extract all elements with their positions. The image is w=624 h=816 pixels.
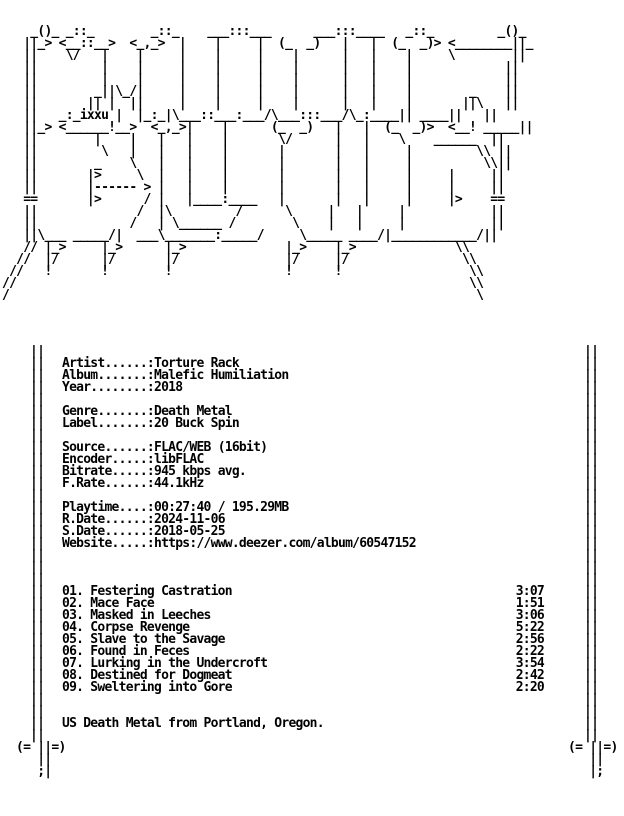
record-label-label: Label.......: [62, 416, 155, 431]
playtime-value: 00:27:40 / 195.29MB [154, 500, 289, 515]
artist-row: Artist......: Torture Rack [62, 356, 562, 371]
year-row: Year........: 2018 [62, 380, 562, 395]
track-row: 08. Destined for Dogmeat 2:42 [62, 668, 545, 683]
source-row: Source......: FLAC/WEB (16bit) [62, 440, 562, 455]
track-row: 01. Festering Castration 3:07 [62, 584, 545, 599]
album-value: Malefic Humiliation [154, 368, 289, 383]
description-text: US Death Metal from Portland, Oregon. [62, 716, 325, 731]
track-row: 02. Mace Face 1:51 [62, 596, 545, 611]
sdate-label: S.Date......: [62, 524, 155, 539]
year-value: 2018 [154, 380, 183, 395]
website-row: Website.....: https://www.deezer.com/alb… [62, 536, 562, 551]
website-link[interactable]: https://www.deezer.com/album/60547152 [154, 536, 417, 551]
track-title: 08. Destined for Dogmeat [62, 668, 233, 683]
description-row: US Death Metal from Portland, Oregon. [62, 716, 562, 731]
nfo-body: Artist......: Torture Rack Album.......:… [62, 346, 562, 730]
website-label: Website.....: [62, 536, 155, 551]
artist-value: Torture Rack [154, 356, 240, 371]
left-border-rail: || || || || || || || || || || || || || |… [30, 344, 45, 743]
track-title: 01. Festering Castration [62, 584, 233, 599]
track-duration: 2:42 [515, 668, 545, 683]
track-title: 06. Found in Feces [62, 644, 190, 659]
track-duration: 3:07 [515, 584, 545, 599]
genre-value: Death Metal [154, 404, 233, 419]
track-title: 03. Masked in Leeches [62, 608, 211, 623]
bitrate-row: Bitrate.....: 945 kbps avg. [62, 464, 562, 479]
bitrate-value: 945 kbps avg. [154, 464, 247, 479]
artist-label: Artist......: [62, 356, 155, 371]
bitrate-label: Bitrate.....: [62, 464, 155, 479]
track-duration: 2:20 [515, 680, 545, 695]
track-row: 09. Sweltering into Gore 2:20 [62, 680, 545, 695]
source-value: FLAC/WEB (16bit) [154, 440, 268, 455]
track-duration: 3:54 [515, 656, 545, 671]
track-title: 05. Slave to the Savage [62, 632, 226, 647]
track-duration: 1:51 [515, 596, 545, 611]
track-duration: 2:56 [515, 632, 545, 647]
rdate-value: 2024-11-06 [154, 512, 226, 527]
track-title: 02. Mace Face [62, 596, 155, 611]
track-duration: 2:22 [515, 644, 545, 659]
track-duration: 3:06 [515, 608, 545, 623]
track-row: 07. Lurking in the Undercroft 3:54 [62, 656, 545, 671]
playtime-row: Playtime....: 00:27:40 / 195.29MB [62, 500, 562, 515]
sdate-row: S.Date......: 2018-05-25 [62, 524, 562, 539]
right-footer-ornament: (= ||=) || |; [568, 740, 618, 779]
track-row: 03. Masked in Leeches 3:06 [62, 608, 545, 623]
genre-label: Genre.......: [62, 404, 155, 419]
track-row: 06. Found in Feces 2:22 [62, 644, 545, 659]
header-ascii-logo: _()_ _::_ _::_ ___:::___ ___:::____ _::_… [2, 24, 533, 303]
record-label-row: Label.......: 20 Buck Spin [62, 416, 562, 431]
genre-row: Genre.......: Death Metal [62, 404, 562, 419]
record-label-value: 20 Buck Spin [154, 416, 240, 431]
album-label: Album.......: [62, 368, 155, 383]
encoder-label: Encoder.....: [62, 452, 155, 467]
year-label: Year........: [62, 380, 155, 395]
track-title: 07. Lurking in the Undercroft [62, 656, 268, 671]
sdate-value: 2018-05-25 [154, 524, 226, 539]
rdate-label: R.Date......: [62, 512, 155, 527]
encoder-row: Encoder.....: libFLAC [62, 452, 562, 467]
left-footer-ornament: (= ||=) || ;| [16, 740, 66, 779]
track-duration: 5:22 [515, 620, 545, 635]
encoder-value: libFLAC [154, 452, 204, 467]
rdate-row: R.Date......: 2024-11-06 [62, 512, 562, 527]
playtime-label: Playtime....: [62, 500, 155, 515]
track-title: 09. Sweltering into Gore [62, 680, 233, 695]
track-row: 05. Slave to the Savage 2:56 [62, 632, 545, 647]
frate-label: F.Rate......: [62, 476, 155, 491]
right-border-rail: || || || || || || || || || || || || || |… [584, 344, 599, 743]
source-label: Source......: [62, 440, 155, 455]
track-title: 04. Corpse Revenge [62, 620, 190, 635]
frate-row: F.Rate......: 44.1kHz [62, 476, 562, 491]
track-row: 04. Corpse Revenge 5:22 [62, 620, 545, 635]
frate-value: 44.1kHz [154, 476, 204, 491]
album-row: Album.......: Malefic Humiliation [62, 368, 562, 383]
